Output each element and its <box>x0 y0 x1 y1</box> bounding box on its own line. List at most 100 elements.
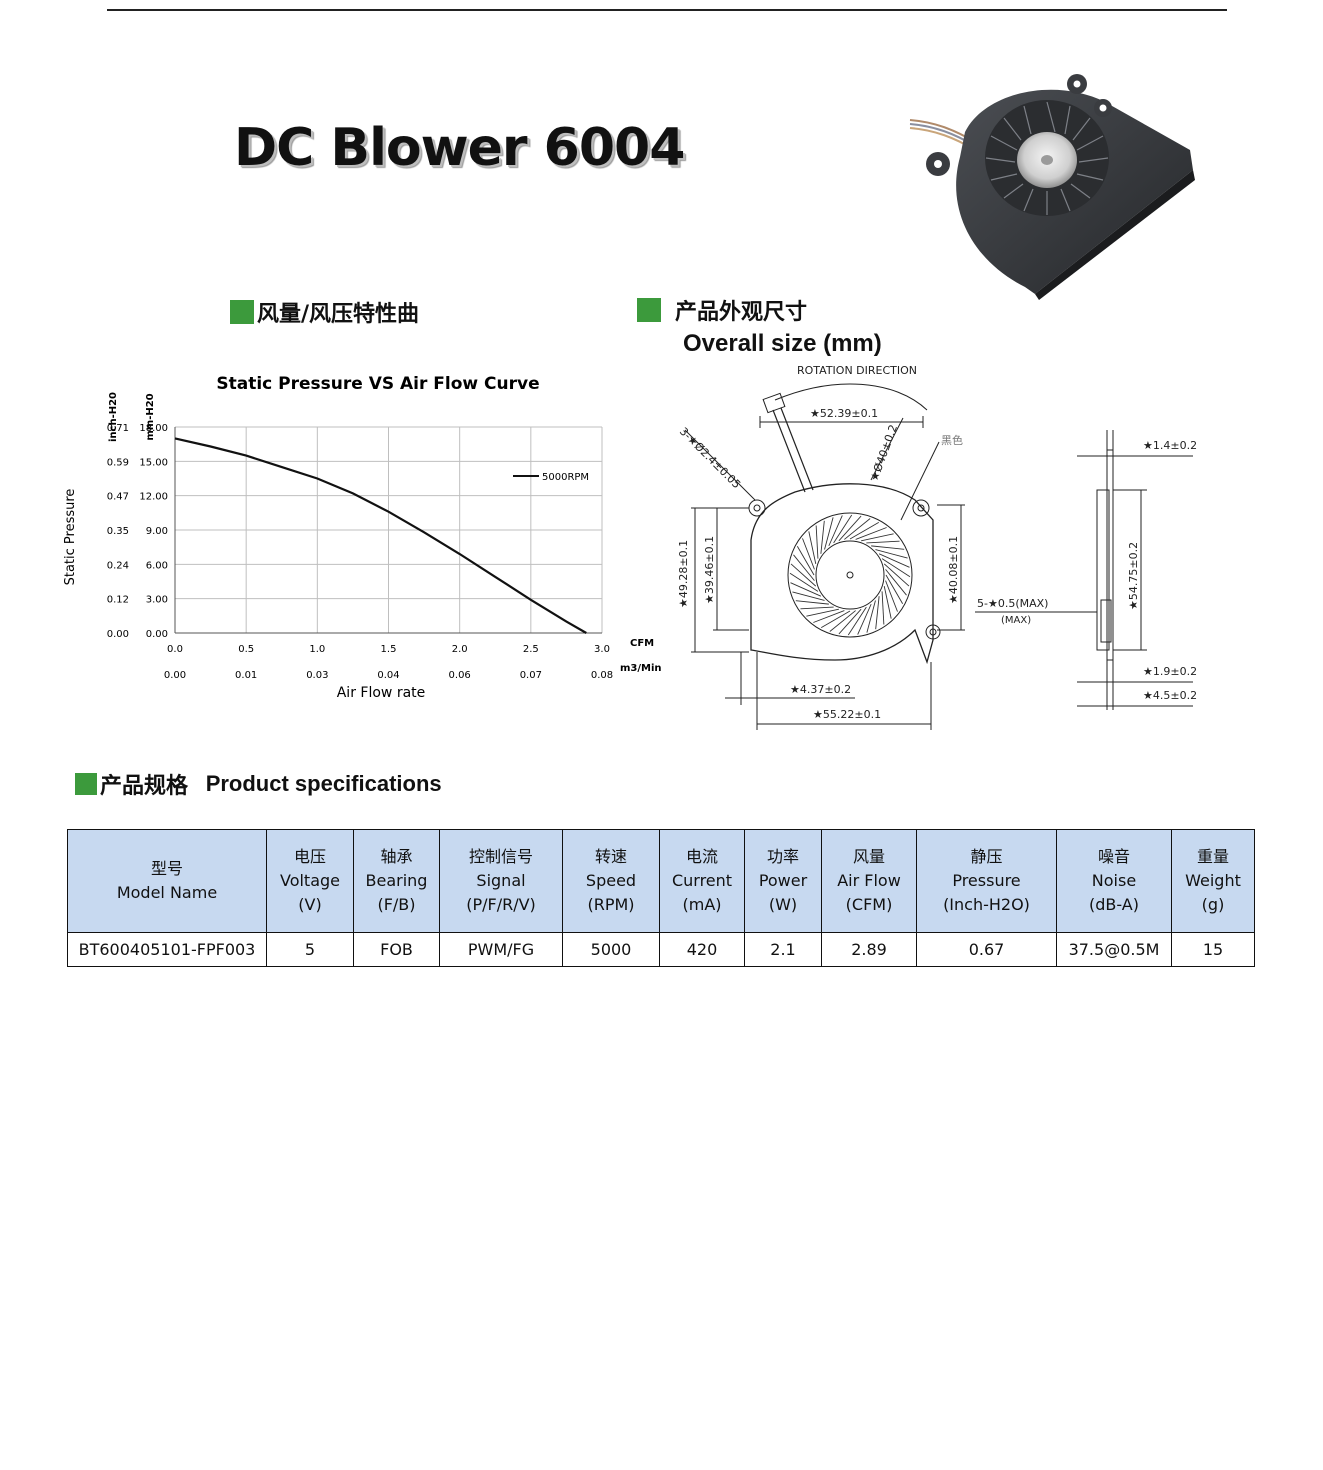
header-line: Speed <box>585 871 637 890</box>
x-tick-m3: 0.08 <box>591 670 613 681</box>
size-heading: 产品外观尺寸 <box>637 294 807 326</box>
impeller-blade <box>824 517 834 550</box>
header-line: 静压 <box>970 847 1003 866</box>
x-tick-m3: 0.04 <box>377 670 399 681</box>
impeller-blade <box>838 608 862 635</box>
impeller-blade <box>883 586 892 619</box>
header-line: (g) <box>1201 895 1225 914</box>
header-line: (dB-A) <box>1089 895 1139 914</box>
impeller-blade <box>855 527 887 540</box>
header-line: Weight <box>1185 871 1241 890</box>
header-line: 型号 <box>150 859 183 878</box>
impeller-blade <box>806 608 839 617</box>
impeller-blade <box>802 538 815 570</box>
header-line: Current <box>671 871 733 890</box>
impeller-blade <box>813 610 845 623</box>
dim-5x: 5-★0.5(MAX) <box>977 597 1048 610</box>
impeller-blade <box>881 591 885 625</box>
header-line: (mA) <box>682 895 722 914</box>
dimension-drawing: ROTATION DIRECTION ★52.39±0.1 3-★Ø2.4±0.… <box>677 364 1197 730</box>
spec-cell: 5 <box>266 932 354 967</box>
impeller-blade <box>885 569 907 596</box>
pressure-airflow-chart: Static Pressure VS Air Flow Curve inch-H… <box>63 374 662 701</box>
black-label: 黑色 <box>941 433 963 447</box>
overall-size-label: Overall size (mm) <box>683 330 882 357</box>
curve-heading-text: 风量/风压特性曲 <box>257 302 420 327</box>
impeller-blade <box>883 563 910 587</box>
header-line: 控制信号 <box>468 847 533 866</box>
impeller-blade <box>885 574 904 604</box>
header-line: Air Flow <box>837 871 901 890</box>
x-tick-cfm: 2.0 <box>452 644 468 655</box>
dim-45: ★4.5±0.2 <box>1143 689 1197 702</box>
x-tick-cfm: 2.5 <box>523 644 539 655</box>
y-tick-inch: 0.59 <box>107 457 129 468</box>
header-line: Power <box>758 871 808 890</box>
impeller-blade <box>829 610 856 632</box>
spec-cell: 2.89 <box>821 932 917 967</box>
green-square-icon <box>637 298 661 322</box>
dim-52: ★52.39±0.1 <box>810 407 878 420</box>
x-axis-label: Air Flow rate <box>337 685 426 701</box>
size-heading-text: 产品外观尺寸 <box>675 300 808 325</box>
dim-holes: 3-★Ø2.4±0.05 <box>677 425 743 491</box>
spec-header-cell: 转速 Speed (RPM) <box>562 829 660 933</box>
impeller-blade <box>790 582 822 597</box>
y-tick-inch: 0.12 <box>107 595 129 606</box>
spec-header-cell: 电流 Current (mA) <box>659 829 745 933</box>
header-line: (V) <box>298 895 322 914</box>
impeller-blade <box>881 558 911 578</box>
spec-cell: BT600405101-FPF003 <box>67 932 267 967</box>
spec-cell: 0.67 <box>916 932 1057 967</box>
rotation-label: ROTATION DIRECTION <box>797 364 917 377</box>
y-tick-inch: 0.00 <box>107 629 129 640</box>
y-tick-inch: 0.35 <box>107 526 129 537</box>
legend-label: 5000RPM <box>542 472 589 483</box>
y-tick-mm: 15.00 <box>139 457 168 468</box>
spec-header-cell: 重量 Weight (g) <box>1171 829 1255 933</box>
header-line: 重量 <box>1196 847 1229 866</box>
impeller-blade <box>875 596 880 630</box>
impeller-blade <box>808 531 817 564</box>
header-line: (Inch-H2O) <box>943 895 1030 914</box>
x-unit-bottom: m3/Min <box>620 663 662 674</box>
header-line: (CFM) <box>845 895 893 914</box>
impeller-blade <box>866 600 876 633</box>
x-tick-m3: 0.03 <box>306 670 328 681</box>
chart-title: Static Pressure VS Air Flow Curve <box>216 374 539 394</box>
y-tick-mm: 18.00 <box>139 423 168 434</box>
spec-heading-cn: 产品规格 <box>100 774 189 799</box>
spec-cell: PWM/FG <box>439 932 563 967</box>
green-square-icon <box>230 300 254 324</box>
header-line: 电压 <box>293 847 326 866</box>
dim-14: ★1.4±0.2 <box>1143 439 1197 452</box>
header-line: Pressure <box>952 871 1021 890</box>
header-line: 转速 <box>594 847 627 866</box>
x-tick-cfm: 1.0 <box>309 644 325 655</box>
y-tick-mm: 6.00 <box>146 560 168 571</box>
header-line: Signal <box>476 871 526 890</box>
spec-cell: FOB <box>353 932 440 967</box>
header-line: 电流 <box>685 847 718 866</box>
dim-40-dia: ★Ø40±0.2 <box>868 423 900 483</box>
spec-cell: 15 <box>1171 932 1255 967</box>
impeller-blade <box>878 553 910 568</box>
impeller-blade <box>828 515 843 547</box>
spec-cell: 420 <box>659 932 745 967</box>
impeller-blade <box>866 540 900 544</box>
header-line: Noise <box>1091 871 1137 890</box>
page-title: DC Blower 6004 <box>234 118 685 178</box>
impeller-blade <box>844 518 871 540</box>
y-tick-inch: 0.24 <box>107 560 129 571</box>
dim-5475: ★54.75±0.2 <box>1127 542 1140 610</box>
x-tick-cfm: 0.5 <box>238 644 254 655</box>
header-line: 风量 <box>852 847 885 866</box>
spec-cell: 37.5@0.5M <box>1056 932 1172 967</box>
header-line: (RPM) <box>587 895 635 914</box>
dim-max: (MAX) <box>1001 615 1031 626</box>
dim-19: ★1.9±0.2 <box>1143 665 1197 678</box>
